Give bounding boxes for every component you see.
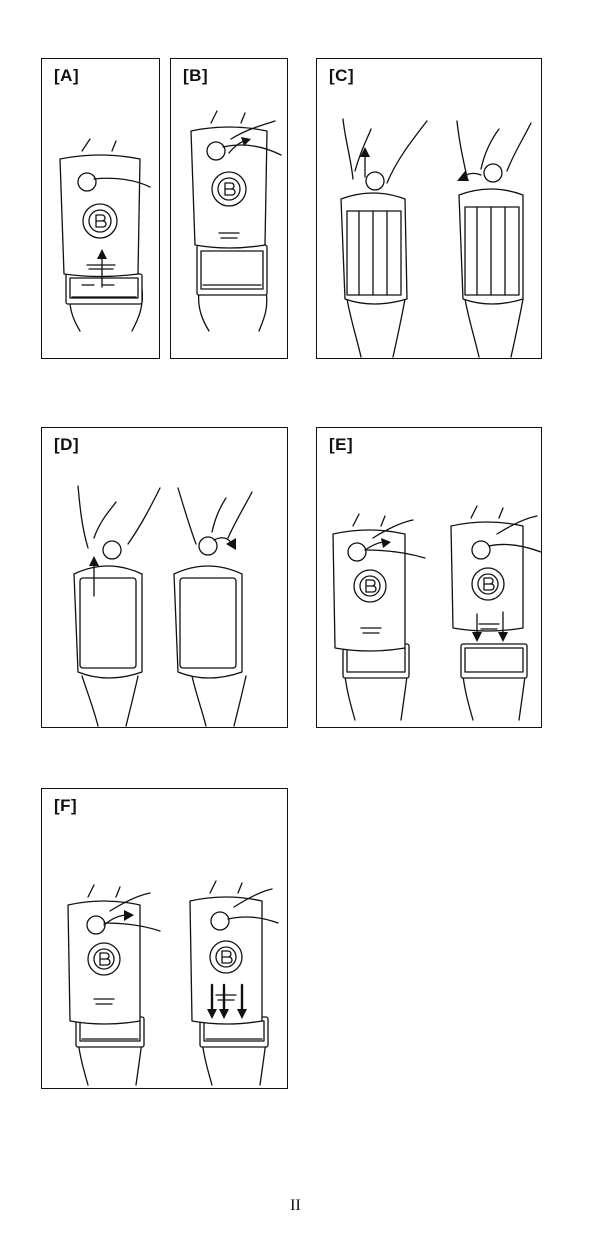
panel-b-label: [B] [183, 66, 209, 85]
illustration-cover-lock [42, 789, 289, 1090]
illustration-slide-cover-up [42, 59, 161, 360]
panel-c: [C] [316, 58, 542, 359]
panel-e-label: [E] [329, 435, 354, 454]
panel-d-label: [D] [54, 435, 80, 454]
panel-f: [F] [41, 788, 288, 1089]
panel-b: [B] [170, 58, 288, 359]
illustration-press-release [171, 59, 289, 360]
panel-e: [E] [316, 427, 542, 728]
illustration-slide-cover-down [317, 428, 543, 729]
panel-a: [A] [41, 58, 160, 359]
illustration-remove-batteries [317, 59, 543, 360]
panel-c-label: [C] [329, 66, 355, 85]
illustration-insert-batteries [42, 428, 289, 729]
panel-f-label: [F] [54, 796, 78, 815]
panel-d: [D] [41, 427, 288, 728]
page-number: II [290, 1197, 301, 1214]
panel-a-label: [A] [54, 66, 80, 85]
